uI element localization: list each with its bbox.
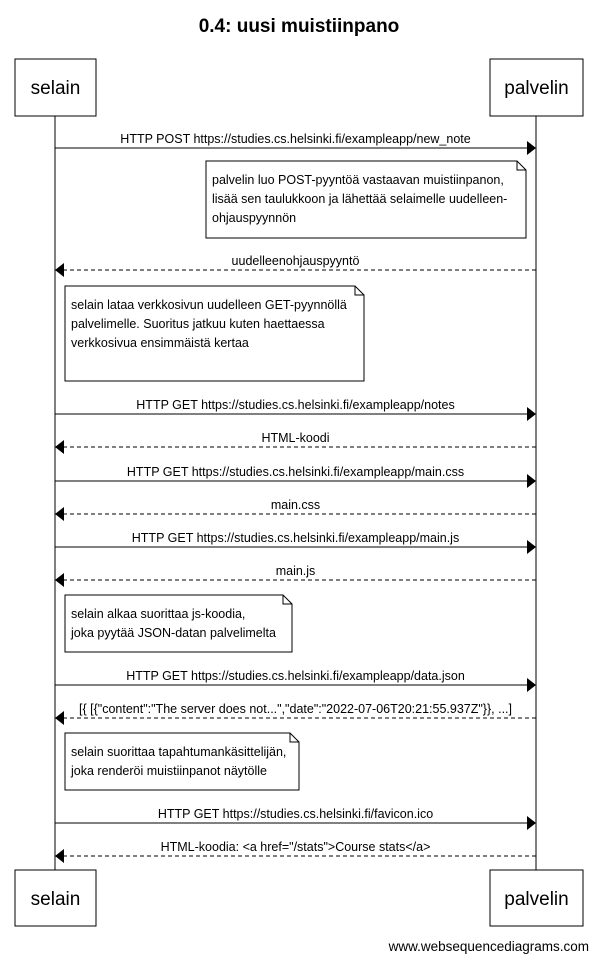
note-10-line-0: selain alkaa suorittaa js-koodia,: [71, 607, 245, 621]
message-12-label: [{ [{"content":"The server does not...",…: [79, 702, 512, 716]
message-8-arrowhead: [527, 540, 536, 554]
message-4-label: HTTP GET https://studies.cs.helsinki.fi/…: [136, 398, 454, 412]
note-1-line-2: ohjauspyynnön: [212, 211, 296, 225]
steps-layer: HTTP POST https://studies.cs.helsinki.fi…: [55, 132, 536, 863]
note-1-box: [205, 160, 527, 239]
message-9-label: main.js: [276, 564, 316, 578]
note-1-line-1: lisää sen taulukkoon ja lähettää selaime…: [212, 192, 507, 206]
note-10-fold: [282, 595, 292, 605]
message-5-arrowhead: [55, 440, 64, 454]
message-7-label: main.css: [271, 498, 320, 512]
note-1-line-0: palvelin luo POST-pyyntöä vastaavan muis…: [212, 173, 504, 187]
note-13-fold: [289, 733, 299, 743]
message-0-label: HTTP POST https://studies.cs.helsinki.fi…: [120, 132, 470, 146]
actor-box-selain-bottom: [14, 869, 97, 927]
actor-box-selain-top: [14, 58, 97, 117]
message-15-arrowhead: [55, 849, 64, 863]
note-3-box: [64, 285, 365, 382]
actor-label-selain-top: selain: [31, 78, 81, 99]
actor-label-palvelin-top: palvelin: [504, 78, 568, 99]
actor-label-selain-bottom: selain: [31, 889, 81, 910]
message-15-label: HTML-koodia: <a href="/stats">Course sta…: [161, 840, 431, 854]
message-2-label: uudelleenohjauspyyntö: [232, 254, 360, 268]
message-14-label: HTTP GET https://studies.cs.helsinki.fi/…: [158, 807, 433, 821]
message-0-arrowhead: [527, 141, 536, 155]
actor-box-palvelin-top: [489, 58, 584, 117]
note-13-line-1: joka renderöi muistiinpanot näytölle: [70, 764, 267, 778]
note-10-line-1: joka pyytää JSON-datan palvelimelta: [70, 626, 276, 640]
note-3-line-1: palvelimelle. Suoritus jatkuu kuten haet…: [71, 317, 325, 331]
message-8-label: HTTP GET https://studies.cs.helsinki.fi/…: [132, 531, 459, 545]
message-6-arrowhead: [527, 474, 536, 488]
message-14-arrowhead: [527, 816, 536, 830]
message-11-arrowhead: [527, 678, 536, 692]
message-2-arrowhead: [55, 263, 64, 277]
diagram-title: 0.4: uusi muistiinpano: [199, 16, 400, 37]
message-4-arrowhead: [527, 407, 536, 421]
message-6-label: HTTP GET https://studies.cs.helsinki.fi/…: [127, 465, 464, 479]
message-5-label: HTML-koodi: [261, 431, 329, 445]
note-3-fold: [354, 286, 364, 296]
actor-box-palvelin-bottom: [489, 869, 584, 927]
note-10-box: [64, 594, 293, 653]
message-12-arrowhead: [55, 711, 64, 725]
note-13-box: [64, 732, 300, 791]
credit-text: www.websequencediagrams.com: [388, 939, 589, 954]
note-3-line-2: verkkosivua ensimmäistä kertaa: [71, 336, 249, 350]
note-13-line-0: selain suorittaa tapahtumankäsittelijän,: [71, 745, 286, 759]
message-11-label: HTTP GET https://studies.cs.helsinki.fi/…: [126, 669, 465, 683]
actor-label-palvelin-bottom: palvelin: [504, 889, 568, 910]
note-1-fold: [516, 161, 526, 171]
note-3-line-0: selain lataa verkkosivun uudelleen GET-p…: [71, 298, 347, 312]
message-7-arrowhead: [55, 507, 64, 521]
message-9-arrowhead: [55, 573, 64, 587]
